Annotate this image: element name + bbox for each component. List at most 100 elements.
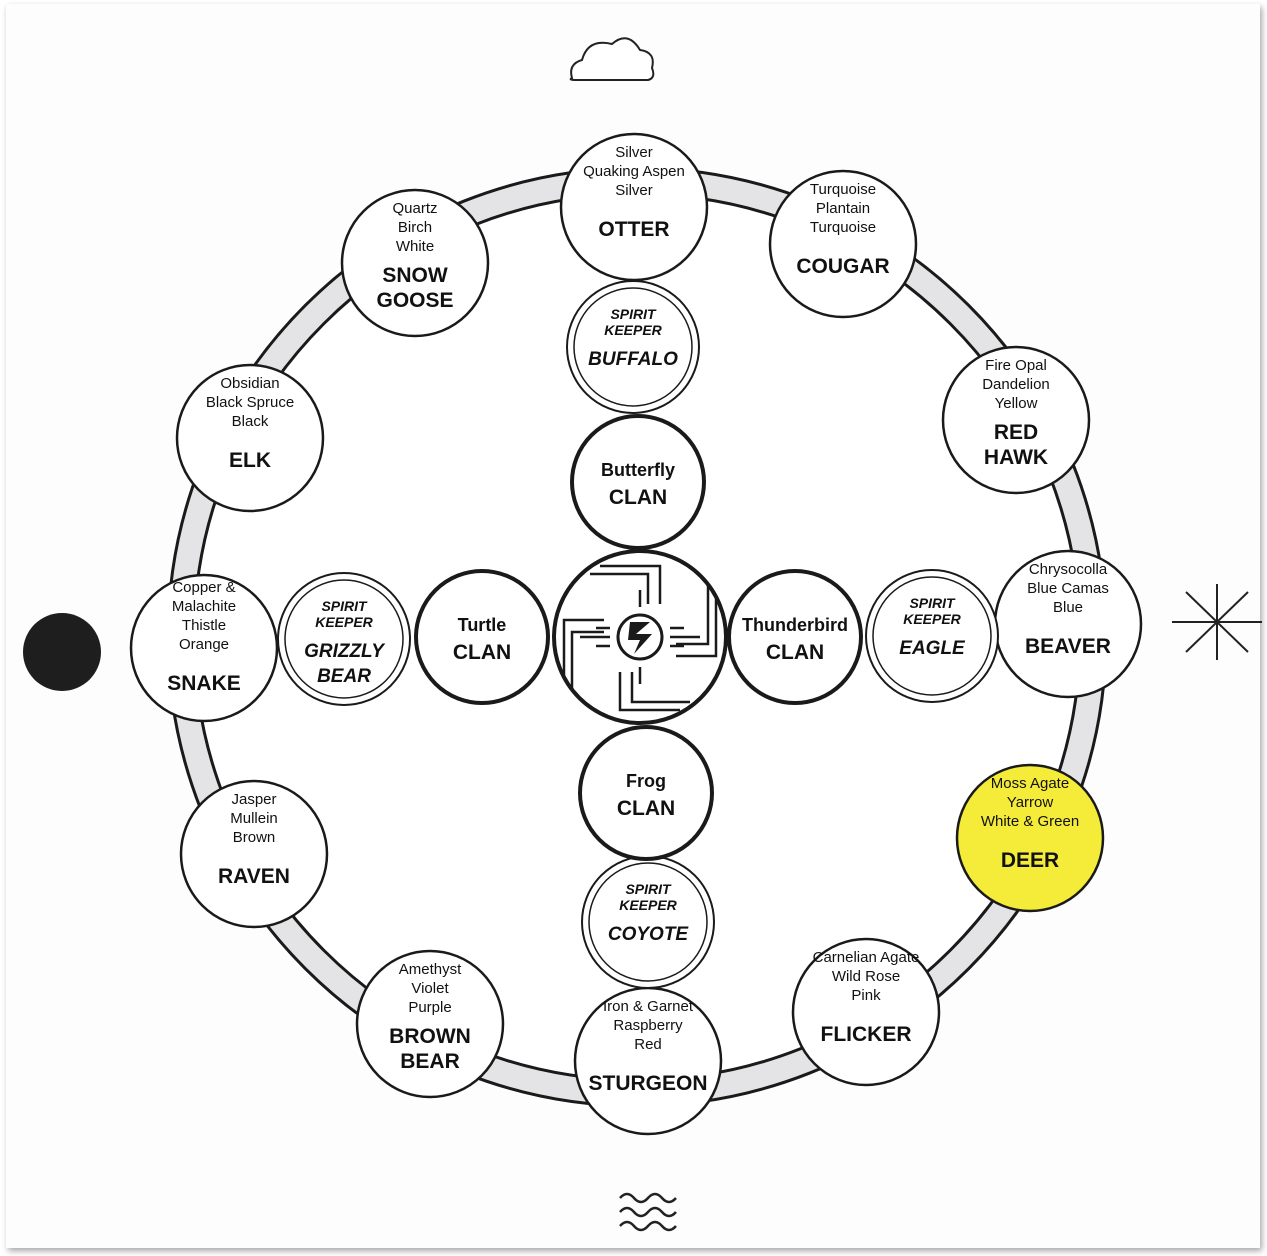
moon-attribute-text: Orange (179, 636, 229, 653)
clan-suffix: CLAN (617, 797, 675, 820)
moon-circle (955, 763, 1105, 913)
water-waves-icon (619, 1192, 677, 1232)
spirit-keeper-label: SPIRIT (625, 881, 672, 897)
spirit-keeper-inner-ring (588, 862, 708, 982)
spirit-keeper-label: SPIRIT (909, 595, 956, 611)
spirit-keeper-name: EAGLE (899, 638, 966, 659)
spirit-keeper-label: KEEPER (619, 897, 677, 913)
clan-name: Frog (626, 771, 666, 791)
moon-attribute-text: Mullein (230, 810, 278, 827)
moon-attribute-text: Copper & (172, 579, 235, 596)
moon-attribute-text: Chrysocolla (1029, 561, 1108, 578)
creator-sun-lightning-icon (562, 564, 718, 712)
moon-circle (340, 188, 490, 338)
spirit-keeper-label: SPIRIT (610, 306, 657, 322)
moon-circle (355, 949, 505, 1099)
moon-attribute-text: Black Spruce (206, 394, 294, 411)
moon-name: SNOW (382, 264, 448, 287)
moon-attribute-text: Fire Opal (985, 357, 1047, 374)
moon-circle (791, 937, 941, 1087)
moon-circle (179, 779, 329, 929)
moon-name: ELK (229, 449, 271, 472)
moon-circle (768, 169, 918, 319)
moon-name: COUGAR (796, 255, 889, 278)
moon-name: BEAR (400, 1050, 460, 1073)
moon-attribute-text: Raspberry (613, 1017, 683, 1034)
spirit-keeper-circles: SPIRITKEEPERBUFFALOSPIRITKEEPEREAGLESPIR… (277, 280, 999, 989)
moon-attribute-text: Violet (411, 980, 449, 997)
moon-name: SNAKE (167, 672, 241, 695)
moon-attribute-text: Purple (408, 999, 451, 1016)
moon-attribute-text: Malachite (172, 598, 236, 615)
dark-moon-icon (23, 613, 101, 691)
clan-name: Thunderbird (742, 615, 848, 635)
clan-circle (578, 725, 714, 861)
moon-attribute-text: Turquoise (810, 181, 876, 198)
moon-name: RAVEN (218, 865, 290, 888)
spirit-keeper-name: BEAR (317, 666, 371, 687)
moon-attribute-text: Moss Agate (991, 775, 1069, 792)
moon-name: FLICKER (821, 1023, 912, 1046)
clan-circle (727, 569, 863, 705)
moon-attribute-text: Pink (851, 987, 881, 1004)
clan-suffix: CLAN (453, 641, 511, 664)
moon-name: DEER (1001, 849, 1059, 872)
moon-attribute-text: White (396, 238, 434, 255)
moon-attribute-text: Yellow (995, 395, 1038, 412)
moon-attribute-text: White & Green (981, 813, 1079, 830)
clan-suffix: CLAN (766, 641, 824, 664)
moon-attribute-text: Turquoise (810, 219, 876, 236)
spirit-keeper-name: BUFFALO (588, 349, 678, 370)
clan-circle (414, 569, 550, 705)
moon-name: OTTER (598, 218, 669, 241)
spirit-keeper-label: KEEPER (903, 611, 961, 627)
spirit-keeper-inner-ring (872, 576, 992, 696)
moon-attribute-text: Wild Rose (832, 968, 900, 985)
moon-attribute-text: Obsidian (220, 375, 279, 392)
spirit-keeper-label: SPIRIT (321, 598, 368, 614)
moon-circle (129, 573, 279, 723)
moon-attribute-text: Dandelion (982, 376, 1050, 393)
moon-name: HAWK (984, 446, 1048, 469)
moon-attribute-text: Jasper (231, 791, 276, 808)
clan-name: Turtle (458, 615, 507, 635)
moon-attribute-text: Quartz (392, 200, 437, 217)
moon-attribute-text: Thistle (182, 617, 226, 634)
spirit-keeper-inner-ring (284, 579, 404, 699)
moon-name: RED (994, 421, 1038, 444)
star-burst-icon (1172, 584, 1262, 660)
cloud-icon (569, 37, 655, 81)
spirit-keeper-name: GRIZZLY (304, 641, 386, 662)
moon-circle (175, 363, 325, 513)
spirit-keeper-name: COYOTE (608, 924, 690, 945)
moon-circle (941, 345, 1091, 495)
moon-attribute-text: Amethyst (399, 961, 462, 978)
spirit-keeper-label: KEEPER (315, 614, 373, 630)
moon-attribute-text: Silver (615, 182, 653, 199)
spirit-keeper-label: KEEPER (604, 322, 662, 338)
moon-attribute-text: Blue (1053, 599, 1083, 616)
moon-name: BROWN (389, 1025, 471, 1048)
moon-attribute-text: Iron & Garnet (603, 998, 694, 1015)
moon-circle (559, 132, 709, 282)
moon-name: GOOSE (376, 289, 453, 312)
clan-circle (570, 414, 706, 550)
moon-attribute-text: Brown (233, 829, 276, 846)
